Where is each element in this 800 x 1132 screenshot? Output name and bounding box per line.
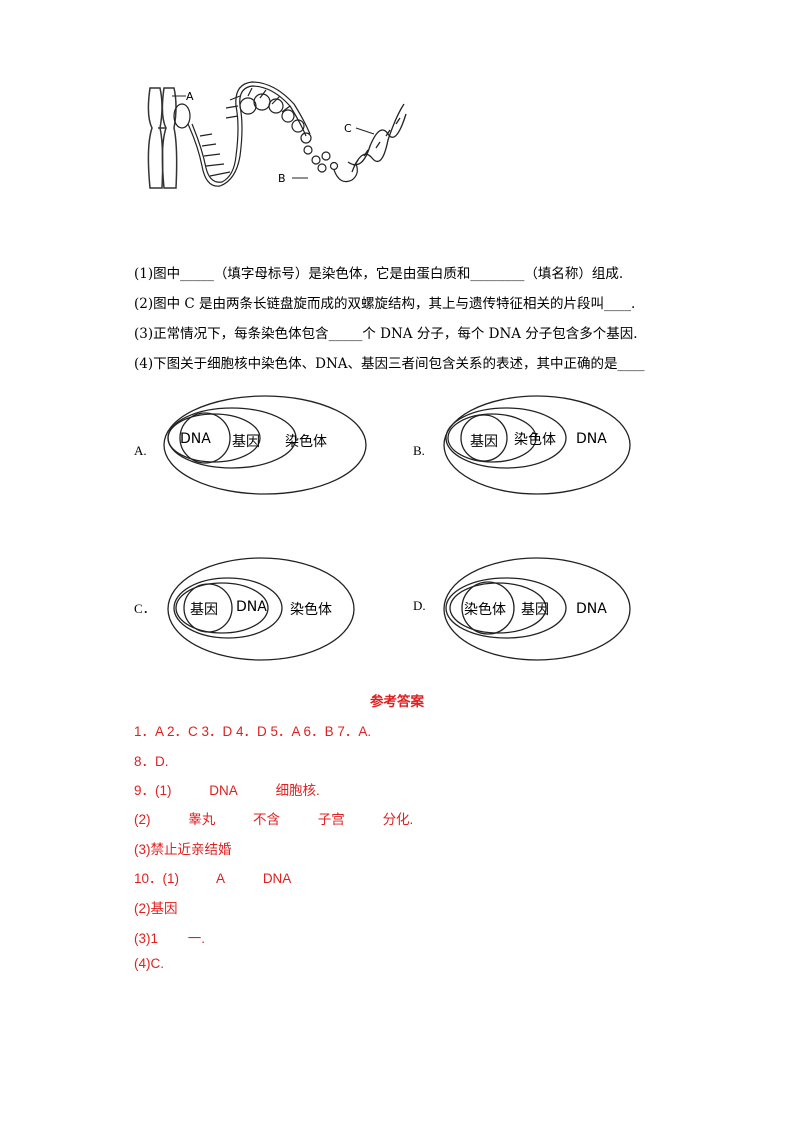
figure-label-c: C bbox=[344, 122, 352, 135]
innermost-circle bbox=[460, 414, 508, 462]
answers-heading: 参考答案 bbox=[370, 694, 424, 710]
innermost-circle bbox=[179, 412, 231, 464]
option-b-middle: 染色体 bbox=[514, 432, 556, 448]
option-c-diagram bbox=[167, 557, 355, 661]
answer-line-8: (3)1 一. bbox=[134, 927, 205, 947]
answer-line-6: 10．(1) A DNA bbox=[134, 867, 291, 887]
answer-line-4: (2) 睾丸 不含 子宫 分化. bbox=[134, 808, 413, 828]
answer-9-2d: 分化. bbox=[382, 812, 414, 827]
outer-ellipse bbox=[443, 557, 631, 661]
answer-9-1b: 细胞核. bbox=[275, 783, 320, 798]
option-b-diagram bbox=[443, 395, 631, 495]
coiled-chromatin bbox=[173, 81, 312, 187]
answer-9-2a: 睾丸 bbox=[188, 812, 216, 827]
answer-10-3b: 一. bbox=[187, 931, 206, 946]
option-a-inner: DNA bbox=[180, 431, 211, 447]
answer-9-2c: 子宫 bbox=[317, 812, 345, 827]
answer-10-1a: A bbox=[216, 871, 226, 886]
figure-label-a: A bbox=[186, 90, 194, 103]
answer-10-3a: (3)1 bbox=[134, 931, 159, 946]
option-a-middle: 基因 bbox=[232, 434, 260, 450]
answer-10-number: 10．(1) bbox=[134, 871, 180, 886]
inner-ellipse bbox=[449, 582, 547, 634]
innermost-circle bbox=[461, 581, 515, 635]
option-a-diagram bbox=[163, 395, 367, 495]
outer-ellipse bbox=[167, 557, 355, 661]
inner-ellipse bbox=[447, 413, 537, 463]
question-3: (3)正常情况下，每条染色体包含_____个 DNA 分子，每个 DNA 分子包… bbox=[134, 326, 638, 342]
figure-label-b: B bbox=[278, 172, 286, 185]
option-d-inner: 染色体 bbox=[464, 602, 506, 618]
middle-ellipse bbox=[445, 577, 567, 639]
middle-ellipse bbox=[173, 577, 283, 639]
innermost-circle bbox=[183, 583, 233, 633]
option-b-outer: DNA bbox=[576, 431, 607, 447]
answer-10-1b: DNA bbox=[262, 871, 292, 886]
answer-line-5: (3)禁止近亲结婚 bbox=[134, 842, 232, 857]
inner-ellipse bbox=[175, 582, 269, 634]
answer-9-1a: DNA bbox=[209, 783, 238, 798]
option-a-letter: A. bbox=[134, 443, 147, 458]
option-d-letter: D. bbox=[413, 598, 426, 613]
question-2: (2)图中 C 是由两条长链盘旋而成的双螺旋结构，其上与遗传特征相关的片段叫__… bbox=[134, 296, 636, 312]
chromosome-shape bbox=[147, 87, 178, 189]
chromosome-dna-figure: A B C bbox=[147, 81, 407, 189]
answer-9-2b: 不含 bbox=[253, 812, 281, 827]
answer-9-number: 9．(1) bbox=[134, 783, 172, 798]
answer-line-1: 1．A 2．C 3．D 4．D 5．A 6．B 7．A. bbox=[134, 724, 372, 739]
option-d-middle: 基因 bbox=[521, 602, 549, 618]
middle-ellipse bbox=[445, 407, 567, 469]
option-c-letter: C． bbox=[134, 601, 156, 616]
option-d-outer: DNA bbox=[576, 601, 607, 617]
answer-line-2: 8．D. bbox=[134, 754, 169, 769]
option-a-outer: 染色体 bbox=[285, 434, 327, 450]
option-c-inner: 基因 bbox=[190, 602, 218, 618]
question-1: (1)图中_____（填字母标号）是染色体，它是由蛋白质和________（填名… bbox=[134, 266, 624, 282]
question-4: (4)下图关于细胞核中染色体、DNA、基因三者间包含关系的表述，其中正确的是__… bbox=[134, 356, 645, 372]
answer-line-3: 9．(1) DNA 细胞核. bbox=[134, 779, 320, 799]
option-b-inner: 基因 bbox=[470, 434, 498, 450]
outer-ellipse bbox=[443, 395, 631, 495]
option-d-diagram bbox=[443, 557, 631, 661]
option-c-outer: 染色体 bbox=[290, 602, 332, 618]
answer-line-7: (2)基因 bbox=[134, 901, 178, 916]
nucleosomes bbox=[303, 145, 358, 183]
answer-9-2-number: (2) bbox=[134, 812, 151, 827]
dna-double-helix bbox=[347, 103, 407, 173]
option-b-letter: B. bbox=[413, 443, 425, 458]
answer-line-9: (4)C. bbox=[134, 956, 164, 971]
outer-ellipse bbox=[163, 395, 367, 495]
option-c-middle: DNA bbox=[236, 599, 267, 615]
